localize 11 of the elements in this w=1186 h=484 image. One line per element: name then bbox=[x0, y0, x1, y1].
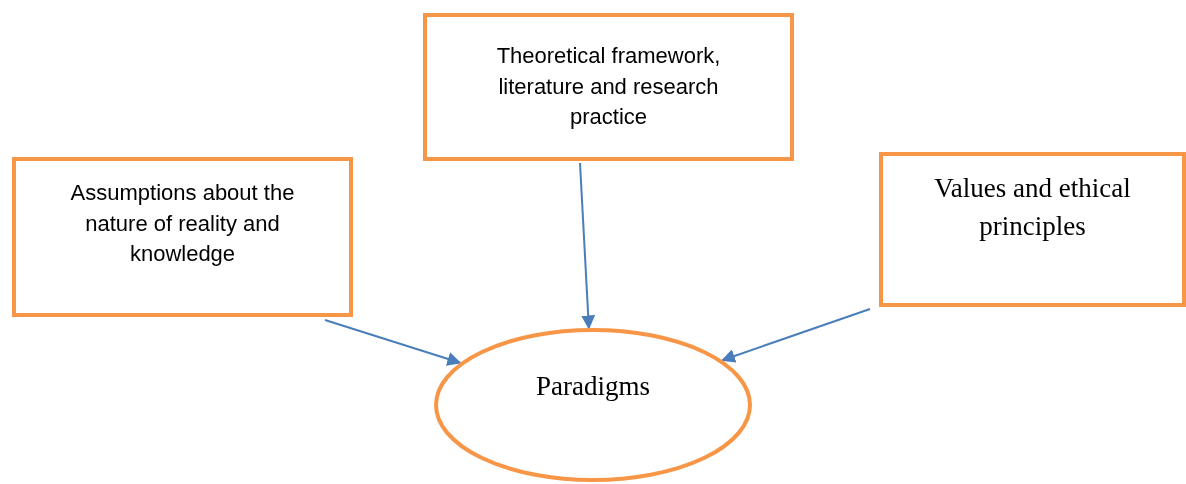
node-text: Theoretical framework, literature and research practice bbox=[495, 41, 722, 132]
node-text: Assumptions about the nature of reality and knowledge bbox=[69, 178, 296, 269]
text-box bbox=[12, 157, 353, 317]
text-box bbox=[879, 152, 1186, 307]
text-box bbox=[423, 13, 794, 161]
ellipse-node bbox=[434, 328, 752, 482]
node-text: Values and ethical principles bbox=[933, 171, 1132, 243]
arrow bbox=[579, 162, 596, 330]
arrow bbox=[324, 319, 462, 366]
arrow bbox=[721, 308, 871, 363]
node-text: Paradigms bbox=[536, 370, 650, 404]
